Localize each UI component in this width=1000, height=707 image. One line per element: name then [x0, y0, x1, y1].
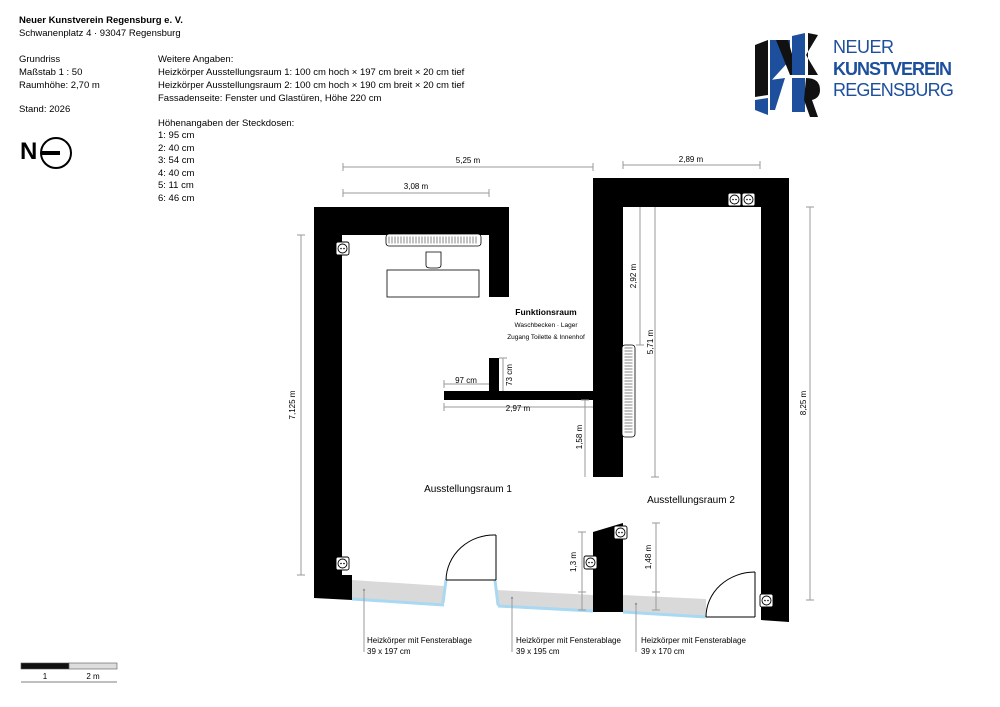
door-1[interactable] — [445, 534, 497, 581]
window-sill-1 — [352, 580, 444, 605]
details-line: Heizkörper Ausstellungsraum 2: 100 cm ho… — [158, 80, 465, 91]
logo-text: NEUER — [833, 37, 894, 57]
north-arrow-icon — [40, 137, 72, 169]
socket-4: 4 — [608, 525, 628, 540]
dim-label: 1,3 m — [569, 552, 578, 572]
radiator-label-title: Heizkörper mit Fensterablage — [641, 636, 746, 645]
function-room-sub: Zugang Toilette & Innenhof — [507, 334, 585, 341]
sockets-title: Höhenangaben der Steckdosen: — [158, 118, 295, 129]
radiator-label-size: 39 x 195 cm — [516, 647, 560, 656]
org-name: Neuer Kunstverein Regensburg e. V. — [19, 15, 183, 26]
details-line: Fassadenseite: Fenster und Glastüren, Hö… — [158, 93, 382, 104]
dim-label: 1,48 m — [644, 544, 653, 569]
dim-label: 2,92 m — [629, 263, 638, 288]
logo-text: REGENSBURG — [833, 80, 954, 100]
scale-label: 1 — [43, 672, 48, 681]
socket-6: 6 — [759, 593, 781, 608]
window-door-side-1 — [441, 579, 448, 604]
dim-label: 7,125 m — [288, 390, 297, 419]
socket-number: 3 — [600, 559, 605, 568]
table — [386, 269, 480, 298]
dimension-lines — [297, 161, 814, 652]
socket-2: 2 — [328, 556, 350, 571]
window-3 — [622, 610, 707, 619]
socket-height: 1: 95 cm — [158, 130, 195, 141]
door-2[interactable] — [705, 571, 756, 618]
dim-label: 2,89 m — [679, 155, 704, 164]
walls — [314, 178, 789, 622]
socket-3: 3 — [583, 555, 605, 570]
function-room-sub: Waschbecken · Lager — [515, 322, 579, 329]
socket-number: 4 — [608, 529, 613, 538]
room-height: Raumhöhe: 2,70 m — [19, 80, 100, 91]
socket-5: 5 — [727, 192, 763, 207]
room-label-1: Ausstellungsraum 1 — [424, 484, 512, 495]
scale-label: 2 m — [86, 672, 100, 681]
socket-1: 1 — [328, 241, 350, 256]
address: Schwanenplatz 4 · 93047 Regensburg — [19, 28, 181, 39]
scale-bar: 1 2 m — [20, 662, 118, 683]
dim-label: 73 cm — [505, 364, 514, 386]
logo — [755, 33, 820, 117]
radiator-label-title: Heizkörper mit Fensterablage — [516, 636, 621, 645]
power-socket-icon — [727, 192, 742, 207]
radiator-label-title: Heizkörper mit Fensterablage — [367, 636, 472, 645]
scale: Maßstab 1 : 50 — [19, 67, 83, 78]
window-2 — [497, 604, 594, 613]
power-socket-icon — [613, 525, 628, 540]
dim-label: 5,25 m — [456, 156, 481, 165]
plan-type: Grundriss — [19, 54, 61, 65]
room-label-2: Ausstellungsraum 2 — [647, 495, 735, 506]
socket-height: 2: 40 cm — [158, 143, 195, 154]
dim-label: 2,97 m — [506, 404, 531, 413]
socket-number: 6 — [776, 597, 781, 606]
window-1 — [351, 597, 445, 607]
date: Stand: 2026 — [19, 104, 71, 115]
details-title: Weitere Angaben: — [158, 54, 234, 65]
details-line: Heizkörper Ausstellungsraum 1: 100 cm ho… — [158, 67, 465, 78]
dim-label: 5,71 m — [646, 329, 655, 354]
power-socket-icon — [583, 555, 598, 570]
dim-label: 3,08 m — [404, 182, 429, 191]
window-door-side-2 — [493, 579, 500, 606]
radiator-label-size: 39 x 170 cm — [641, 647, 685, 656]
socket-number: 1 — [328, 245, 333, 254]
power-socket-icon — [741, 192, 756, 207]
socket-height: 5: 11 cm — [158, 180, 194, 191]
sink-icon — [425, 251, 442, 269]
socket-height: 6: 46 cm — [158, 193, 195, 204]
power-socket-icon — [335, 556, 350, 571]
socket-number: 2 — [328, 560, 333, 569]
radiator-label-size: 39 x 197 cm — [367, 647, 411, 656]
socket-height: 3: 54 cm — [158, 155, 195, 166]
power-socket-icon — [335, 241, 350, 256]
dim-label: 1,58 m — [575, 424, 584, 449]
dim-label: 97 cm — [455, 376, 477, 385]
logo-text: KUNSTVEREIN — [833, 59, 952, 79]
socket-number: 5 — [758, 196, 763, 205]
dim-label: 8,25 m — [799, 390, 808, 415]
power-socket-icon — [759, 593, 774, 608]
socket-height: 4: 40 cm — [158, 168, 195, 179]
function-room-label: Funktionsraum — [515, 307, 577, 317]
north-label: N — [20, 138, 38, 165]
